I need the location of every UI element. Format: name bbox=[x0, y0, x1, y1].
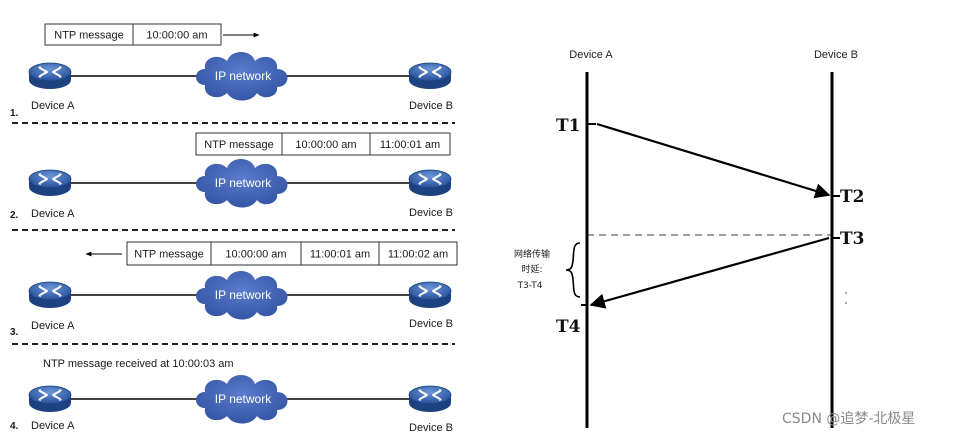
step-number: 2. bbox=[10, 210, 19, 221]
device-b-label: Device B bbox=[409, 100, 453, 112]
panel-3: NTP message 10:00:00 am 11:00:01 am 11:0… bbox=[10, 241, 458, 338]
device-b-label: Device B bbox=[409, 422, 453, 434]
device-a-label: Device A bbox=[31, 208, 75, 220]
delay-brace bbox=[565, 242, 581, 298]
ntp-message-box: NTP message 10:00:00 am bbox=[44, 23, 222, 46]
device-b-label: Device B bbox=[409, 207, 453, 219]
panel-1: NTP message 10:00:00 am IP network Devic… bbox=[10, 23, 453, 119]
watermark: CSDN @追梦-北极星 bbox=[782, 411, 915, 427]
router-icon bbox=[408, 169, 452, 197]
device-b-label: Device B bbox=[409, 318, 453, 330]
cloud-label: IP network bbox=[215, 392, 272, 406]
speck bbox=[845, 302, 847, 304]
cloud-label: IP network bbox=[215, 69, 272, 83]
panel-2: NTP message 10:00:00 am 11:00:01 am IP n… bbox=[10, 132, 453, 221]
message-cell: NTP message bbox=[204, 139, 274, 151]
device-a-label: Device A bbox=[31, 420, 75, 432]
ntp-message-box: NTP message 10:00:00 am 11:00:01 am 11:0… bbox=[126, 241, 458, 266]
router-icon bbox=[28, 385, 72, 413]
t4-label: T4 bbox=[556, 317, 581, 337]
t1-label: T1 bbox=[556, 116, 580, 136]
timestamp-cell: 11:00:01 am bbox=[380, 139, 440, 151]
panel-4: NTP message received at 10:00:03 am IP n… bbox=[10, 358, 453, 434]
step-number: 3. bbox=[10, 327, 19, 338]
delay-note-line1: 网络传输 bbox=[514, 248, 550, 260]
timestamp-cell: 11:00:01 am bbox=[310, 249, 370, 261]
request-arrow bbox=[596, 122, 831, 199]
response-arrow bbox=[589, 236, 830, 309]
step-number: 1. bbox=[10, 108, 19, 119]
cloud-label: IP network bbox=[215, 288, 272, 302]
timestamp-cell: 10:00:00 am bbox=[225, 249, 286, 261]
received-message-text: NTP message received at 10:00:03 am bbox=[43, 358, 234, 370]
t2-label: T2 bbox=[840, 187, 864, 207]
delay-note-line3: T3-T4 bbox=[517, 281, 543, 291]
message-cell: NTP message bbox=[134, 249, 204, 261]
router-icon bbox=[28, 169, 72, 197]
timestamp-cell: 10:00:00 am bbox=[295, 139, 356, 151]
speck bbox=[845, 292, 847, 294]
ntp-message-box: NTP message 10:00:00 am 11:00:01 am bbox=[195, 132, 451, 156]
router-icon bbox=[408, 62, 452, 90]
router-icon bbox=[28, 281, 72, 309]
device-a-title: Device A bbox=[569, 49, 613, 61]
delay-note-line2: 时延: bbox=[521, 263, 542, 275]
router-icon bbox=[28, 62, 72, 90]
right-panel: Device A Device B T1 T2 T3 T4 网络传输 时延: T… bbox=[514, 49, 864, 428]
timestamp-cell: 10:00:00 am bbox=[146, 30, 207, 42]
left-panel: NTP message 10:00:00 am IP network Devic… bbox=[10, 23, 458, 434]
router-icon bbox=[408, 281, 452, 309]
device-a-label: Device A bbox=[31, 100, 75, 112]
step-number: 4. bbox=[10, 421, 19, 432]
device-b-title: Device B bbox=[814, 49, 858, 61]
message-cell: NTP message bbox=[54, 30, 124, 42]
device-a-label: Device A bbox=[31, 320, 75, 332]
timestamp-cell: 11:00:02 am bbox=[388, 249, 448, 261]
t3-label: T3 bbox=[840, 229, 864, 249]
router-icon bbox=[408, 385, 452, 413]
cloud-label: IP network bbox=[215, 176, 272, 190]
